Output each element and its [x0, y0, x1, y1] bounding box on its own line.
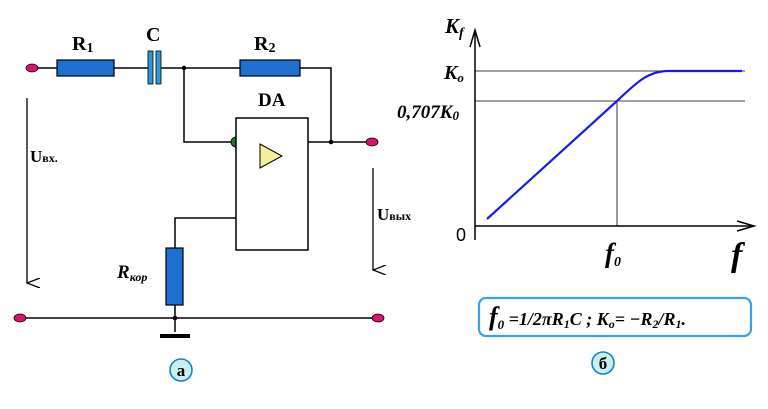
formula-box: f0 =1/2πR1C ; Ko= −R2/R1. — [477, 296, 753, 338]
terminal-out-top — [365, 137, 379, 147]
svg-text:а: а — [177, 361, 186, 380]
label-u-in: Uвх. — [30, 147, 58, 166]
terminal-in-top — [25, 63, 39, 73]
badge-a: а — [169, 358, 193, 382]
label-rkor: Rкор — [116, 262, 147, 284]
label-c: C — [146, 24, 160, 46]
terminal-out-bottom — [371, 313, 385, 323]
label-u-out: Uвых — [377, 205, 411, 224]
response-curve — [486, 69, 742, 220]
frequency-response-graph: Kf Ko 0,707K0 0 f0 f f0 =1/2πR1C ; Ko= −… — [397, 14, 757, 375]
x-axis-arrow-icon — [736, 220, 757, 232]
terminal-in-bottom — [13, 313, 27, 323]
x-axis-label: f — [731, 237, 746, 274]
resistor-rkor — [165, 247, 184, 306]
origin-label: 0 — [456, 225, 466, 245]
wire-rkor — [174, 217, 236, 248]
junction-out — [328, 139, 334, 145]
label-r1: R1 — [72, 33, 93, 56]
wire-feedback — [300, 67, 332, 142]
y-axis-arrow-icon — [469, 27, 481, 48]
resistor-r1 — [56, 59, 115, 77]
formula-text: f0 =1/2πR1C ; Ko= −R2/R1. — [489, 302, 686, 332]
opamp-triangle-icon — [259, 143, 284, 169]
k0-label: Ko — [443, 62, 464, 85]
svg-text:б: б — [599, 354, 608, 373]
opamp-da — [235, 117, 309, 251]
label-da: DA — [258, 90, 286, 111]
k707-label: 0,707K0 — [397, 102, 459, 123]
junction-bottom — [172, 315, 178, 321]
f0-label: f0 — [605, 238, 621, 270]
label-r2: R2 — [254, 33, 275, 56]
badge-b: б — [591, 351, 615, 375]
y-axis-label: Kf — [444, 14, 465, 41]
wire-to-input — [183, 68, 236, 143]
capacitor-c — [147, 50, 162, 85]
schematic: R1 C R2 DA Uвх. Uвых Rкор а — [13, 24, 411, 382]
resistor-r2 — [239, 59, 301, 77]
